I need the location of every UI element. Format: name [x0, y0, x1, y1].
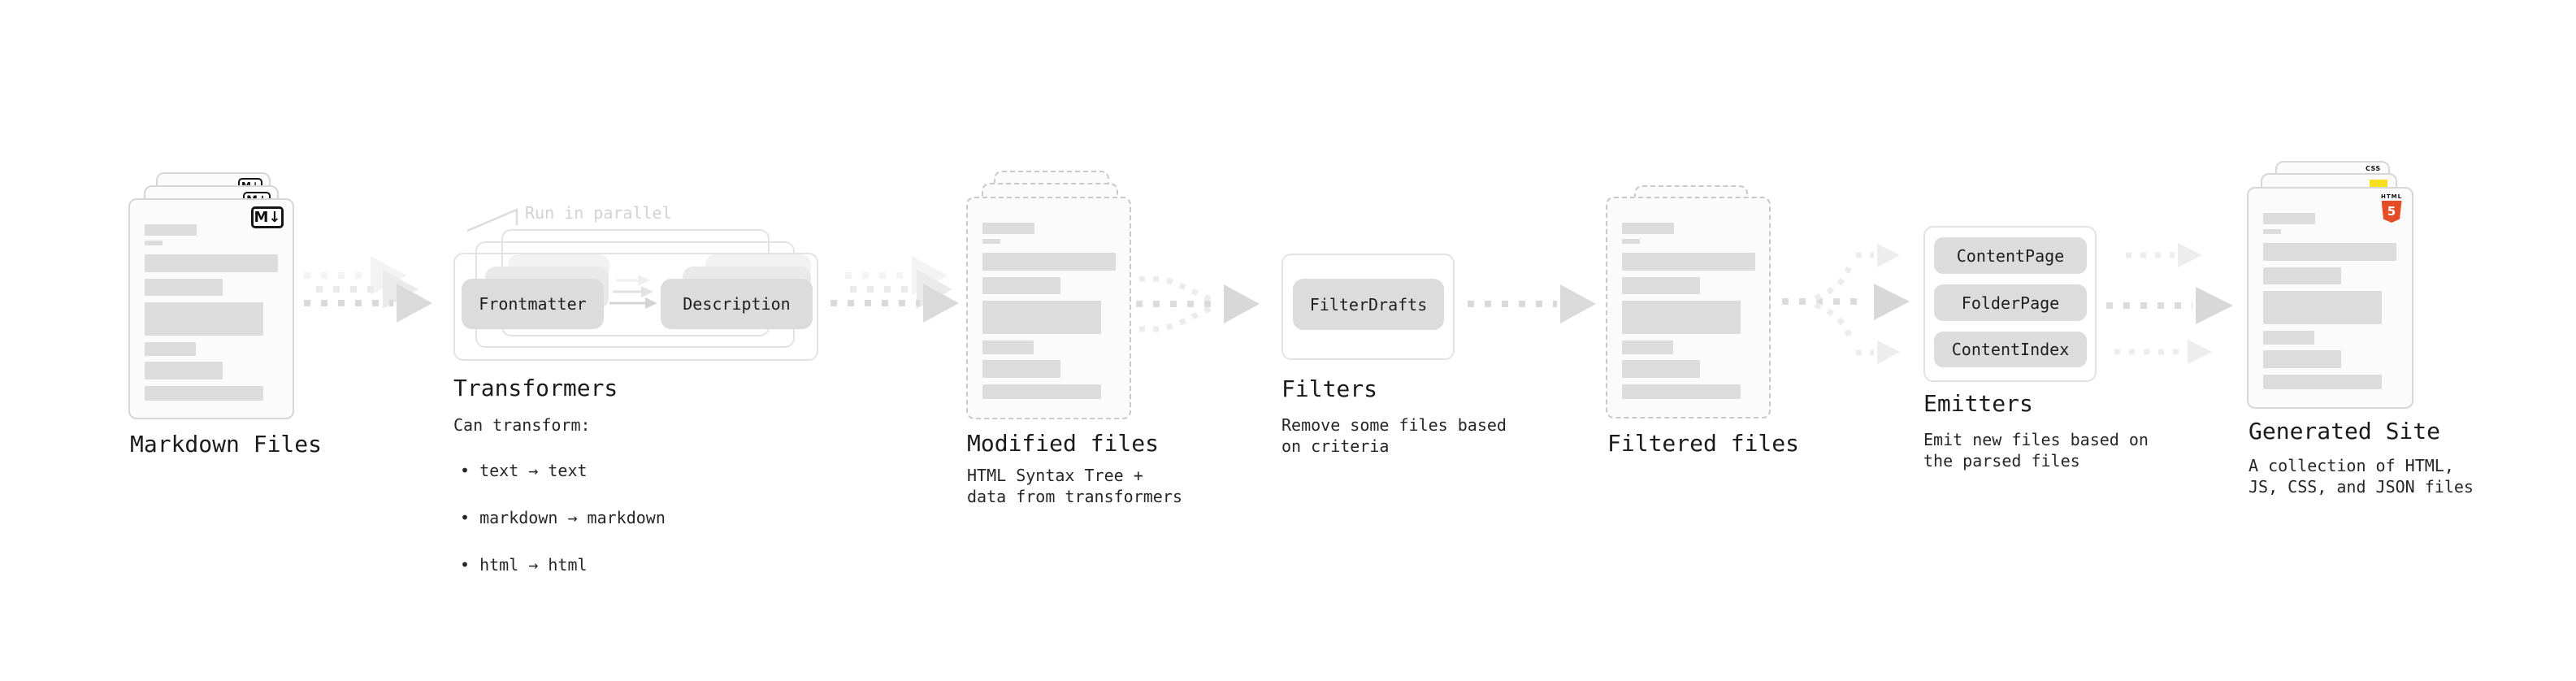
- text-placeholder-bar: [1622, 384, 1741, 399]
- text-placeholder-bar: [145, 302, 263, 336]
- text-placeholder-bar: [2263, 331, 2314, 345]
- transformer-frame-front: [453, 253, 818, 361]
- html5-icon-shield: 5: [2381, 201, 2402, 223]
- arrow-filtered-to-emitters-fanout: [1782, 244, 1910, 364]
- text-placeholder-bar: [145, 362, 223, 380]
- text-placeholder-bar: [1622, 239, 1640, 244]
- text-placeholder-bar: [2263, 267, 2341, 284]
- bullet-item: • markdown → markdown: [460, 508, 666, 527]
- transformers-bullet-list: • text → text • markdown → markdown • ht…: [460, 436, 666, 601]
- text-placeholder-bar: [1622, 223, 1674, 234]
- filters-description: Remove some files based on criteria: [1281, 415, 1507, 456]
- bullet-item: • text → text: [460, 461, 588, 480]
- stage-label-transformers: Transformers: [453, 375, 618, 401]
- document-placeholder-text: [982, 223, 1116, 399]
- text-placeholder-bar: [982, 340, 1034, 354]
- text-placeholder-bar: [1622, 277, 1700, 294]
- stage-label-filtered-files: Filtered files: [1607, 430, 1800, 457]
- text-placeholder-bar: [982, 239, 1000, 244]
- transformer-parallel-arrows: [609, 275, 657, 309]
- markdown-file-card-front: M↓: [128, 198, 294, 419]
- text-placeholder-bar: [982, 360, 1060, 378]
- run-in-parallel-callout-line: [466, 208, 518, 232]
- arrow-emitters-to-generated: [2106, 243, 2233, 364]
- stage-label-filters: Filters: [1281, 375, 1378, 402]
- generated-html-file-card: HTML 5: [2247, 187, 2413, 409]
- emitter-box-folderpage: FolderPage: [1934, 284, 2087, 321]
- text-placeholder-bar: [982, 384, 1101, 399]
- markdown-file-icon: M↓: [251, 206, 284, 228]
- filtered-file-card-front: [1606, 197, 1771, 419]
- text-placeholder-bar: [2263, 375, 2382, 389]
- text-placeholder-bar: [145, 386, 263, 401]
- text-placeholder-bar: [145, 241, 163, 245]
- filters-frame: [1281, 254, 1455, 360]
- text-placeholder-bar: [982, 277, 1060, 294]
- css-icon-label: CSS: [2366, 165, 2381, 172]
- filter-box-filterdrafts: FilterDrafts: [1293, 279, 1444, 330]
- emitters-description: Emit new files based on the parsed files: [1923, 430, 2149, 471]
- arrow-transformers-to-modified: [830, 256, 959, 323]
- text-placeholder-bar: [145, 342, 196, 356]
- document-placeholder-text: [145, 224, 278, 401]
- text-placeholder-bar: [982, 223, 1034, 234]
- emitters-frame: [1923, 226, 2097, 382]
- html5-icon: HTML 5: [2381, 193, 2402, 223]
- text-placeholder-bar: [2263, 291, 2382, 324]
- transformers-subtitle: Can transform:: [453, 415, 591, 435]
- transformer-box-description: Description: [661, 279, 813, 329]
- text-placeholder-bar: [145, 279, 223, 296]
- stage-label-modified-files: Modified files: [967, 430, 1160, 457]
- html5-icon-label: HTML: [2381, 193, 2403, 200]
- text-placeholder-bar: [145, 254, 278, 272]
- text-placeholder-bar: [2263, 213, 2315, 224]
- modified-files-description: HTML Syntax Tree + data from transformer…: [967, 466, 1182, 506]
- text-placeholder-bar: [982, 253, 1116, 271]
- emitter-box-contentindex: ContentIndex: [1934, 332, 2087, 367]
- arrow-filters-to-filtered: [1468, 284, 1596, 323]
- emitter-box-contentpage: ContentPage: [1934, 237, 2087, 274]
- transformer-box-frontmatter: Frontmatter: [462, 279, 604, 329]
- modified-file-card-front: [966, 197, 1131, 419]
- text-placeholder-bar: [1622, 301, 1741, 334]
- document-placeholder-text: [2263, 213, 2396, 389]
- stage-label-generated-site: Generated Site: [2249, 418, 2441, 445]
- arrow-markdown-to-transformers: [304, 256, 432, 323]
- text-placeholder-bar: [2263, 229, 2281, 234]
- text-placeholder-bar: [2263, 243, 2396, 261]
- text-placeholder-bar: [982, 301, 1101, 334]
- generated-site-description: A collection of HTML, JS, CSS, and JSON …: [2249, 456, 2474, 497]
- document-placeholder-text: [1622, 223, 1755, 399]
- stage-label-markdown-files: Markdown Files: [130, 431, 323, 458]
- run-in-parallel-note: Run in parallel: [525, 203, 672, 223]
- bullet-item: • html → html: [460, 555, 588, 575]
- stage-label-emitters: Emitters: [1923, 390, 2033, 417]
- arrow-modified-to-filters-merge: [1136, 275, 1260, 332]
- text-placeholder-bar: [1622, 253, 1755, 271]
- text-placeholder-bar: [1622, 340, 1673, 354]
- text-placeholder-bar: [2263, 350, 2341, 368]
- text-placeholder-bar: [1622, 360, 1700, 378]
- text-placeholder-bar: [145, 224, 197, 236]
